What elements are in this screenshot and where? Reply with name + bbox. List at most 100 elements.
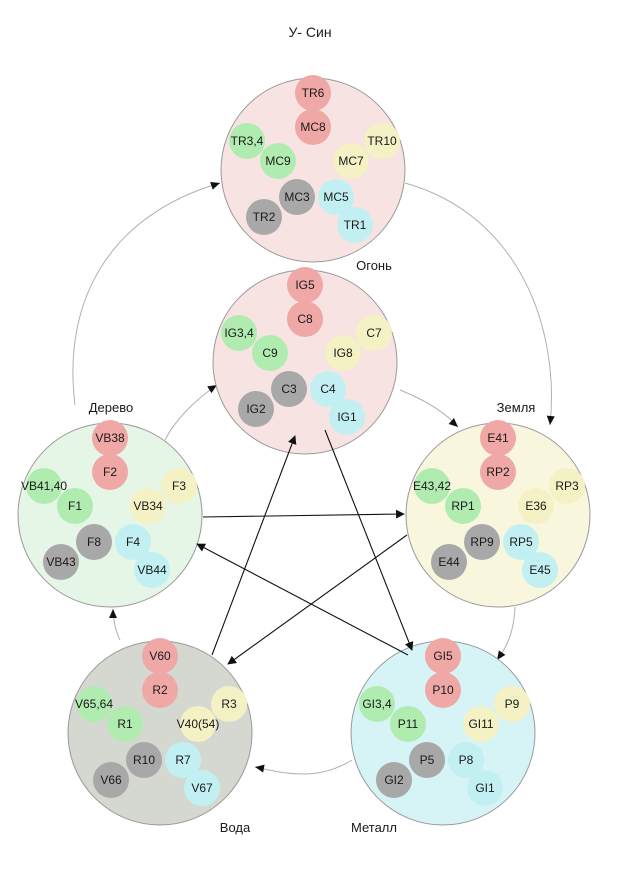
acupoint-label: VB41,40 — [21, 479, 67, 493]
acupoint-label: F3 — [172, 479, 186, 493]
acupoint-label: VB38 — [95, 431, 125, 445]
acupoint-label: RP2 — [486, 465, 510, 479]
acupoint-label: V65,64 — [75, 697, 113, 711]
acupoint-heart-9 — [329, 399, 365, 435]
acupoint-fire-0 — [295, 75, 331, 111]
acupoint-label: C8 — [297, 312, 313, 326]
acupoint-wood-3 — [57, 488, 93, 524]
acupoint-water-2 — [76, 686, 112, 722]
acupoint-earth-9 — [522, 552, 558, 588]
element-label-fire: Огонь — [356, 258, 392, 273]
acupoint-water-9 — [184, 770, 220, 806]
control-arrow-heart-metal — [324, 429, 414, 651]
acupoint-label: V60 — [149, 649, 171, 663]
acupoint-label: P10 — [432, 683, 454, 697]
acupoint-label: V67 — [191, 781, 213, 795]
acupoint-label: P5 — [420, 753, 435, 767]
cycle-arrow-fire-earth — [404, 182, 555, 426]
acupoint-metal-6 — [409, 742, 445, 778]
acupoint-wood-5 — [161, 468, 197, 504]
acupoint-earth-7 — [431, 544, 467, 580]
acupoint-heart-5 — [356, 315, 392, 351]
acupoint-heart-4 — [325, 335, 361, 371]
acupoint-label: IG5 — [295, 278, 315, 292]
acupoint-metal-1 — [425, 672, 461, 708]
acupoint-label: V66 — [100, 773, 122, 787]
cycle-arrow-earth-metal — [496, 606, 516, 661]
acupoint-label: GI1 — [475, 781, 495, 795]
acupoint-label: GI5 — [433, 649, 453, 663]
acupoint-label: C7 — [366, 326, 382, 340]
acupoint-earth-6 — [464, 524, 500, 560]
control-arrow-metal-wood — [196, 543, 409, 656]
acupoint-label: E36 — [525, 499, 547, 513]
element-label-metal: Металл — [351, 820, 397, 835]
acupoint-wood-9 — [134, 552, 170, 588]
acupoint-water-7 — [93, 762, 129, 798]
acupoint-water-0 — [142, 638, 178, 674]
control-arrow-water-heart — [211, 435, 297, 656]
acupoint-fire-5 — [364, 123, 400, 159]
acupoint-label: F4 — [126, 535, 140, 549]
acupoint-metal-4 — [463, 706, 499, 742]
acupoint-water-3 — [107, 706, 143, 742]
diagram-title: У- Син — [288, 24, 331, 40]
element-label-wood: Дерево — [89, 400, 133, 415]
acupoint-label: R10 — [133, 753, 155, 767]
acupoint-label: MC8 — [300, 120, 326, 134]
control-arrow-wood-earth — [202, 509, 405, 519]
acupoint-fire-1 — [295, 109, 331, 145]
acupoint-label: P9 — [505, 697, 520, 711]
acupoint-earth-1 — [480, 454, 516, 490]
element-label-earth: Земля — [497, 400, 536, 415]
acupoint-label: GI11 — [468, 717, 493, 731]
element-label-water: Вода — [220, 820, 251, 835]
acupoint-earth-3 — [445, 488, 481, 524]
acupoint-wood-2 — [26, 468, 62, 504]
acupoint-label: TR1 — [344, 218, 367, 232]
acupoint-label: C9 — [262, 346, 278, 360]
acupoint-label: F2 — [103, 465, 117, 479]
acupoint-label: TR3,4 — [231, 134, 264, 148]
acupoint-heart-7 — [238, 391, 274, 427]
acupoint-label: C4 — [320, 382, 336, 396]
acupoint-earth-0 — [480, 420, 516, 456]
acupoint-wood-1 — [92, 454, 128, 490]
acupoint-metal-7 — [376, 762, 412, 798]
acupoint-label: RP9 — [470, 535, 494, 549]
acupoint-metal-2 — [359, 686, 395, 722]
acupoint-heart-8 — [310, 371, 346, 407]
cycle-arrow-heart-earth — [399, 389, 459, 428]
acupoint-metal-8 — [448, 742, 484, 778]
acupoint-label: GI2 — [384, 773, 404, 787]
cycle-arrow-wood-heart — [164, 384, 218, 441]
acupoint-fire-7 — [246, 199, 282, 235]
acupoint-label: RP1 — [451, 499, 475, 513]
acupoint-label: E45 — [529, 563, 551, 577]
acupoint-metal-0 — [425, 638, 461, 674]
acupoint-label: VB44 — [137, 563, 167, 577]
acupoint-wood-0 — [92, 420, 128, 456]
acupoint-water-6 — [126, 742, 162, 778]
acupoint-label: RP3 — [555, 479, 579, 493]
acupoint-heart-2 — [221, 315, 257, 351]
acupoint-earth-4 — [518, 488, 554, 524]
acupoint-fire-6 — [279, 179, 315, 215]
acupoint-fire-8 — [318, 179, 354, 215]
acupoint-label: P8 — [459, 753, 474, 767]
acupoint-label: TR10 — [367, 134, 397, 148]
cycle-arrow-metal-water — [254, 759, 353, 775]
acupoint-label: R2 — [152, 683, 168, 697]
acupoint-earth-5 — [549, 468, 585, 504]
acupoint-label: MC5 — [323, 190, 349, 204]
acupoint-metal-3 — [390, 706, 426, 742]
acupoint-label: TR2 — [253, 210, 276, 224]
acupoint-label: E44 — [438, 555, 460, 569]
